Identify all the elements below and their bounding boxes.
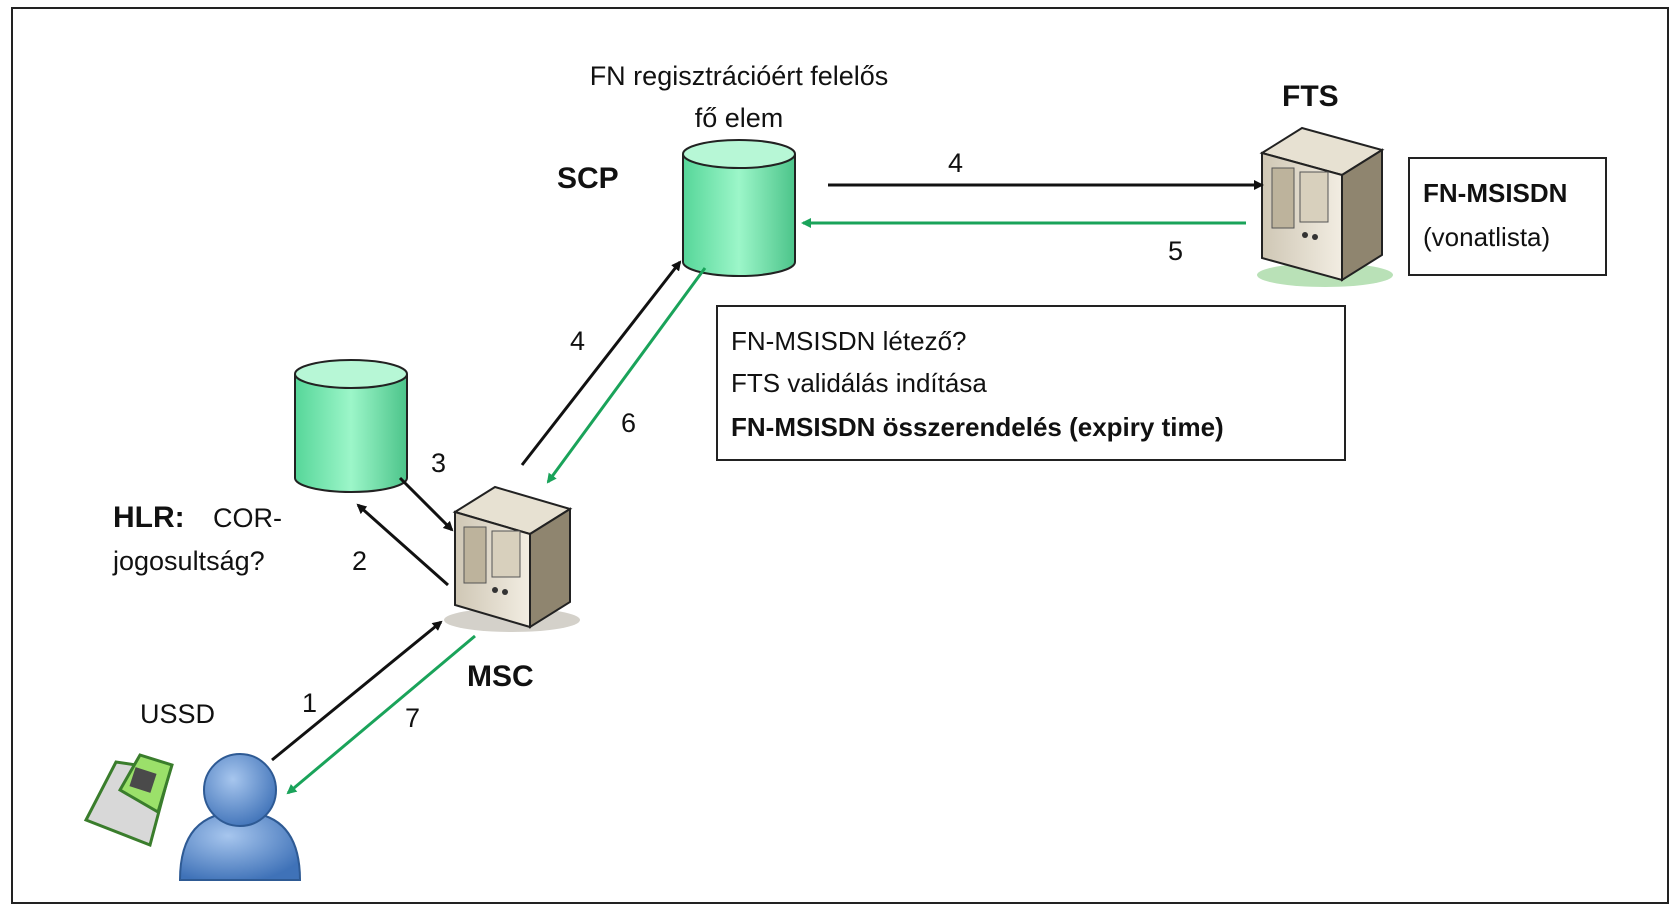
arrow-step-6-scp-to-msc [546,267,707,484]
arrow-step-7-msc-to-user [286,634,476,795]
fts-label: FTS [1282,80,1339,113]
step-7: 7 [405,703,420,733]
mobile-phone-icon [83,753,174,848]
ussd-label: USSD [140,699,215,729]
step-3: 3 [431,448,446,478]
step-2: 2 [352,546,367,576]
diagram-frame [11,7,1669,904]
step-1: 1 [302,688,317,718]
hlr-label: HLR: [113,501,185,534]
step-5: 5 [1168,236,1183,266]
step-4-side: 4 [570,326,585,356]
step-6: 6 [621,408,636,438]
arrow-step-3-hlr-to-msc [398,476,454,532]
user-icon [178,753,302,881]
scp-label: SCP [557,162,619,195]
scp-box-line2: FTS validálás indítása [731,368,987,398]
fts-box-line2: (vonatlista) [1423,222,1550,252]
arrow-step-1-user-to-msc [271,620,443,762]
fts-info-box [1408,157,1607,276]
fts-server-icon [1257,126,1393,287]
scp-box-line1: FN-MSISDN létező? [731,326,967,356]
scp-database-icon [682,139,796,277]
fts-box-line1: FN-MSISDN [1423,178,1567,208]
arrow-step-4-msc-to-scp [520,260,682,466]
scp-box-line3: FN-MSISDN összerendelés (expiry time) [731,412,1224,442]
hlr-database-icon [294,359,408,493]
scp-info-box [716,305,1346,461]
step-4-top: 4 [948,148,963,178]
msc-server-icon [444,485,580,632]
scp-caption-line1: FN regisztrációért felelős [590,61,889,91]
hlr-caption-line2: jogosultság? [112,546,265,576]
hlr-caption-line1: COR- [213,503,282,533]
msc-label: MSC [467,660,534,693]
arrow-step-2-msc-to-hlr [356,503,449,587]
scp-caption-line2: fő elem [695,103,784,133]
